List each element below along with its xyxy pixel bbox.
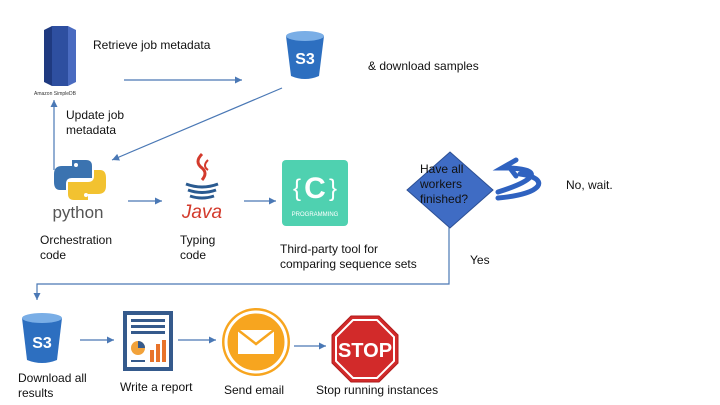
s3-bucket-icon: S3 <box>284 30 326 80</box>
arrow-yes-to-bottom-s3 <box>33 227 450 300</box>
third-party-line-2: comparing sequence sets <box>280 257 417 271</box>
svg-text:}: } <box>329 175 337 202</box>
python-wordmark: python <box>52 203 103 222</box>
retrieve-label: Retrieve job metadata <box>93 38 211 52</box>
update-line-2: metadata <box>66 123 117 137</box>
decision-line-1: Have all <box>420 162 464 176</box>
amazon-simpledb-icon: Amazon SimpleDB <box>30 26 80 98</box>
decision-diamond <box>405 150 495 230</box>
decision-line-3: finished? <box>420 192 469 206</box>
stop-sign-icon: STOP <box>330 314 400 384</box>
simpledb-caption: Amazon SimpleDB <box>34 91 77 97</box>
email-envelope-icon <box>220 306 292 378</box>
decision-line-2: workers <box>420 177 463 191</box>
no-wait-label: No, wait. <box>566 178 613 192</box>
orchestration-line-1: Orchestration <box>40 233 113 247</box>
c-letter: C <box>304 172 326 205</box>
s3-bucket-icon-bottom: S3 <box>20 312 64 364</box>
typing-line-1: Typing <box>180 233 216 247</box>
update-line-1: Update job <box>66 108 125 122</box>
wait-loop-arrow <box>492 157 542 201</box>
svg-text:{: { <box>293 175 301 202</box>
stop-text: STOP <box>338 340 392 362</box>
write-report-label: Write a report <box>120 380 193 394</box>
orchestration-line-2: code <box>40 248 67 262</box>
send-email-label: Send email <box>224 383 285 397</box>
java-wordmark: Java <box>181 202 222 222</box>
download-samples-label: & download samples <box>368 59 479 73</box>
s3-label: S3 <box>295 51 315 68</box>
report-document-icon <box>122 310 174 372</box>
python-logo: python <box>48 156 120 222</box>
typing-line-2: code <box>180 248 207 262</box>
stop-instances-label: Stop running instances <box>316 383 439 397</box>
yes-label: Yes <box>470 253 490 267</box>
third-party-line-1: Third-party tool for <box>280 242 379 256</box>
s3-bottom-label: S3 <box>32 335 52 352</box>
java-logo: Java <box>172 150 232 223</box>
download-results-line-1: Download all <box>18 371 87 385</box>
download-results-line-2: results <box>18 386 54 400</box>
arrow-s3-to-python <box>111 87 283 161</box>
c-caption: PROGRAMMING <box>292 212 339 218</box>
c-programming-icon: C { } PROGRAMMING <box>282 160 348 226</box>
